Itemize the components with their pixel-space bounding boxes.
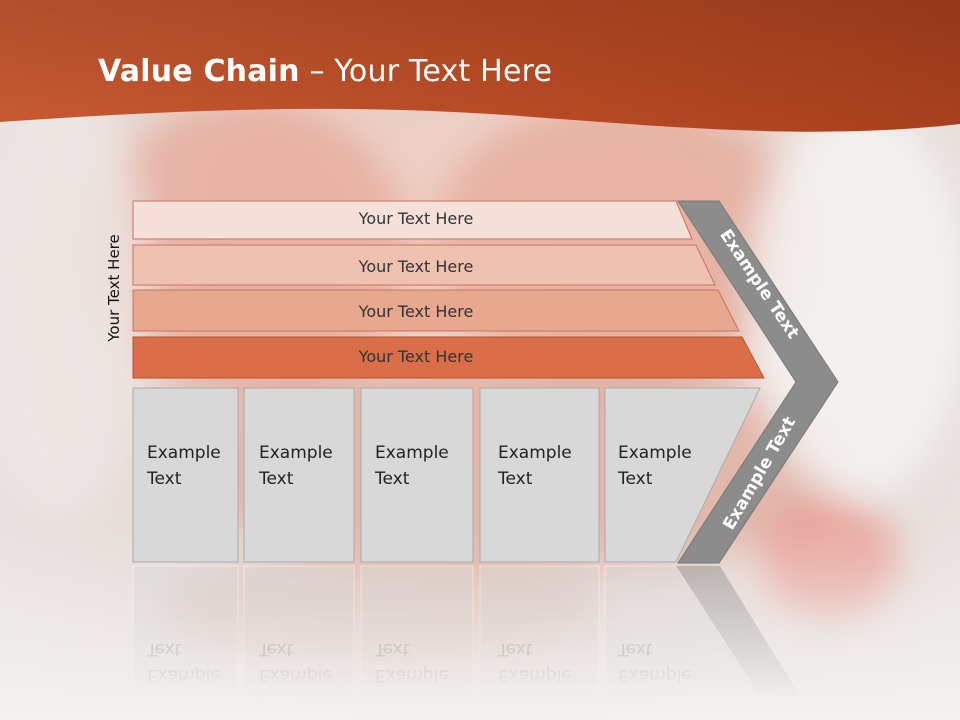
box-1 <box>132 387 239 563</box>
slide-title: Value Chain – Your Text Here <box>98 54 552 89</box>
bar-1 <box>132 200 693 240</box>
box-4-line2: Text <box>498 469 533 489</box>
box-5-text: Example Text <box>618 440 692 492</box>
svg-text:Example: Example <box>498 665 572 685</box>
svg-text:Example: Example <box>618 665 692 685</box>
bar-3 <box>132 289 740 332</box>
svg-text:Text: Text <box>258 639 294 659</box>
svg-text:Example: Example <box>259 665 333 685</box>
box-1-line1: Example <box>147 443 221 463</box>
box-5-line1: Example <box>618 443 692 463</box>
box-4-line1: Example <box>498 443 572 463</box>
box-2-text: Example Text <box>259 440 333 492</box>
box-5-line2: Text <box>618 469 653 489</box>
title-rest: – Your Text Here <box>299 54 553 89</box>
chevron-arrow <box>677 200 839 564</box>
bar-4 <box>132 336 765 379</box>
box-4-text: Example Text <box>498 440 572 492</box>
box-2 <box>243 387 355 563</box>
svg-text:Text: Text <box>617 639 653 659</box>
box-4 <box>479 387 600 563</box>
svg-text:Text: Text <box>146 639 182 659</box>
box-3-line2: Text <box>375 469 410 489</box>
bar-2-label: Your Text Here <box>358 257 474 276</box>
box-3-text: Example Text <box>375 440 449 492</box>
svg-text:Text: Text <box>497 639 533 659</box>
box-1-text: Example Text <box>147 440 221 492</box>
svg-text:Example: Example <box>375 665 449 685</box>
bar-2 <box>132 244 716 286</box>
box-3-line1: Example <box>375 443 449 463</box>
box-2-line1: Example <box>259 443 333 463</box>
bar-4-label: Your Text Here <box>358 347 474 366</box>
title-bold: Value Chain <box>98 54 300 89</box>
bar-1-label: Your Text Here <box>358 209 474 228</box>
header-band <box>0 0 960 132</box>
bar-3-label: Your Text Here <box>358 302 474 321</box>
diagram-reflection: Example Text Example Text Example Text Exam… <box>132 565 800 697</box>
svg-text:Example: Example <box>147 665 221 685</box>
box-3 <box>360 387 474 563</box>
svg-text:Text: Text <box>374 639 410 659</box>
side-label: Your Text Here <box>105 234 123 342</box>
box-1-line2: Text <box>147 469 182 489</box>
box-5 <box>604 387 761 563</box>
box-2-line2: Text <box>259 469 294 489</box>
